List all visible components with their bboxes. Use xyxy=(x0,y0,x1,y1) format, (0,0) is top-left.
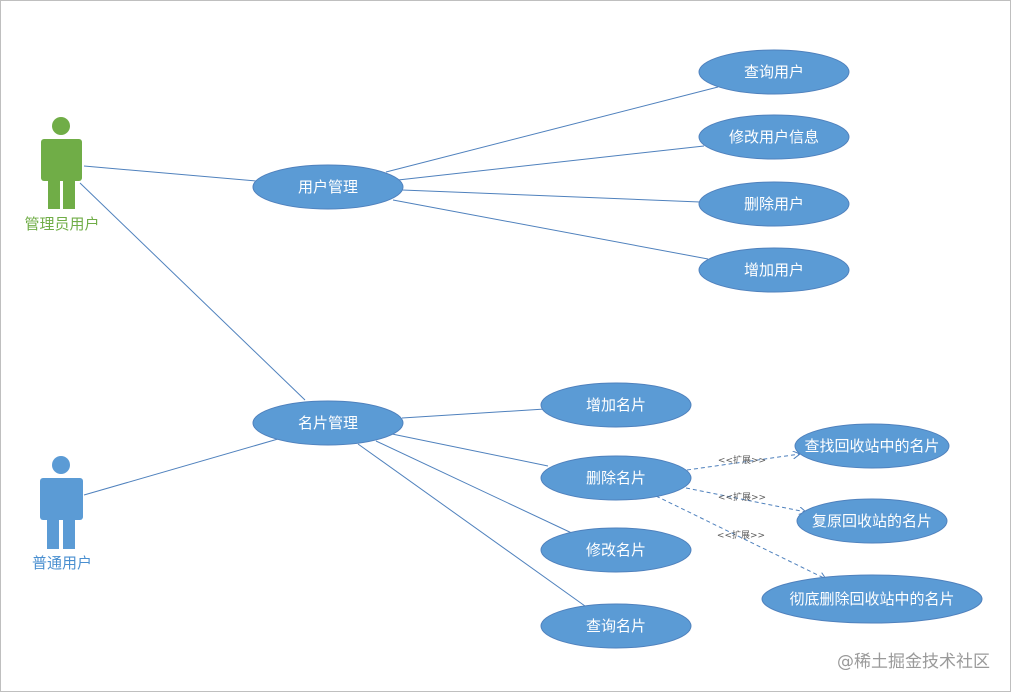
assoc-admin-user-mgmt xyxy=(83,165,257,182)
extend-label-purge: <<扩展>> xyxy=(717,529,765,541)
extend-lines xyxy=(655,454,826,579)
assoc-usermgmt-delete xyxy=(401,189,701,203)
actor-admin[interactable]: 管理员用户 xyxy=(24,117,100,233)
usecase-card-mgmt[interactable]: 名片管理 xyxy=(252,400,404,446)
usecase-find-recycle[interactable]: 查找回收站中的名片 xyxy=(794,423,950,469)
person-icon xyxy=(41,117,82,209)
extend-restore xyxy=(685,487,806,512)
extend-label-restore: <<扩展>> xyxy=(718,491,766,503)
usecase-query-user[interactable]: 查询用户 xyxy=(698,49,850,95)
assoc-cardmgmt-add xyxy=(401,408,546,419)
extend-label-find: <<扩展>> xyxy=(718,454,766,466)
actor-user-label: 普通用户 xyxy=(32,554,92,572)
usecase-add-user-label: 增加用户 xyxy=(744,261,804,279)
usecase-delete-user[interactable]: 删除用户 xyxy=(698,181,850,227)
assoc-usermgmt-query xyxy=(385,86,719,173)
assoc-usermgmt-add xyxy=(392,199,709,260)
assoc-cardmgmt-query xyxy=(357,443,586,607)
assoc-user-card-mgmt xyxy=(83,438,279,496)
usecase-delete-user-label: 删除用户 xyxy=(744,195,804,213)
usecase-query-card[interactable]: 查询名片 xyxy=(540,603,692,649)
assoc-usermgmt-modify xyxy=(397,145,705,181)
usecase-user-mgmt[interactable]: 用户管理 xyxy=(252,164,404,210)
usecase-modify-card-label: 修改名片 xyxy=(586,541,646,559)
extend-find xyxy=(686,454,800,471)
assoc-admin-card-mgmt xyxy=(79,182,306,401)
usecase-purge-recycle[interactable]: 彻底删除回收站中的名片 xyxy=(761,574,983,624)
assoc-cardmgmt-delete xyxy=(391,433,549,467)
usecase-find-recycle-label: 查找回收站中的名片 xyxy=(804,437,939,455)
usecase-card-mgmt-label: 名片管理 xyxy=(298,414,358,432)
usecase-purge-recycle-label: 彻底删除回收站中的名片 xyxy=(789,590,954,608)
usecase-add-card[interactable]: 增加名片 xyxy=(540,382,692,428)
association-lines xyxy=(79,86,719,607)
actor-user[interactable]: 普通用户 xyxy=(32,456,92,572)
usecase-query-user-label: 查询用户 xyxy=(744,63,804,81)
usecase-delete-card-label: 删除名片 xyxy=(586,469,646,487)
usecase-query-card-label: 查询名片 xyxy=(586,617,646,635)
watermark: @稀土掘金技术社区 xyxy=(837,652,990,672)
usecase-add-user[interactable]: 增加用户 xyxy=(698,247,850,293)
usecase-user-mgmt-label: 用户管理 xyxy=(298,178,358,196)
usecase-modify-card[interactable]: 修改名片 xyxy=(540,527,692,573)
usecase-restore-recycle[interactable]: 复原回收站的名片 xyxy=(796,498,948,544)
usecase-modify-user-label: 修改用户信息 xyxy=(729,128,819,146)
extend-purge xyxy=(655,495,826,579)
usecase-modify-user[interactable]: 修改用户信息 xyxy=(698,114,850,160)
person-icon xyxy=(40,456,83,549)
usecase-restore-recycle-label: 复原回收站的名片 xyxy=(812,512,932,530)
usecase-delete-card[interactable]: 删除名片 xyxy=(540,455,692,501)
actor-admin-label: 管理员用户 xyxy=(24,215,99,233)
usecase-add-card-label: 增加名片 xyxy=(586,396,646,414)
assoc-cardmgmt-modify xyxy=(375,440,577,536)
